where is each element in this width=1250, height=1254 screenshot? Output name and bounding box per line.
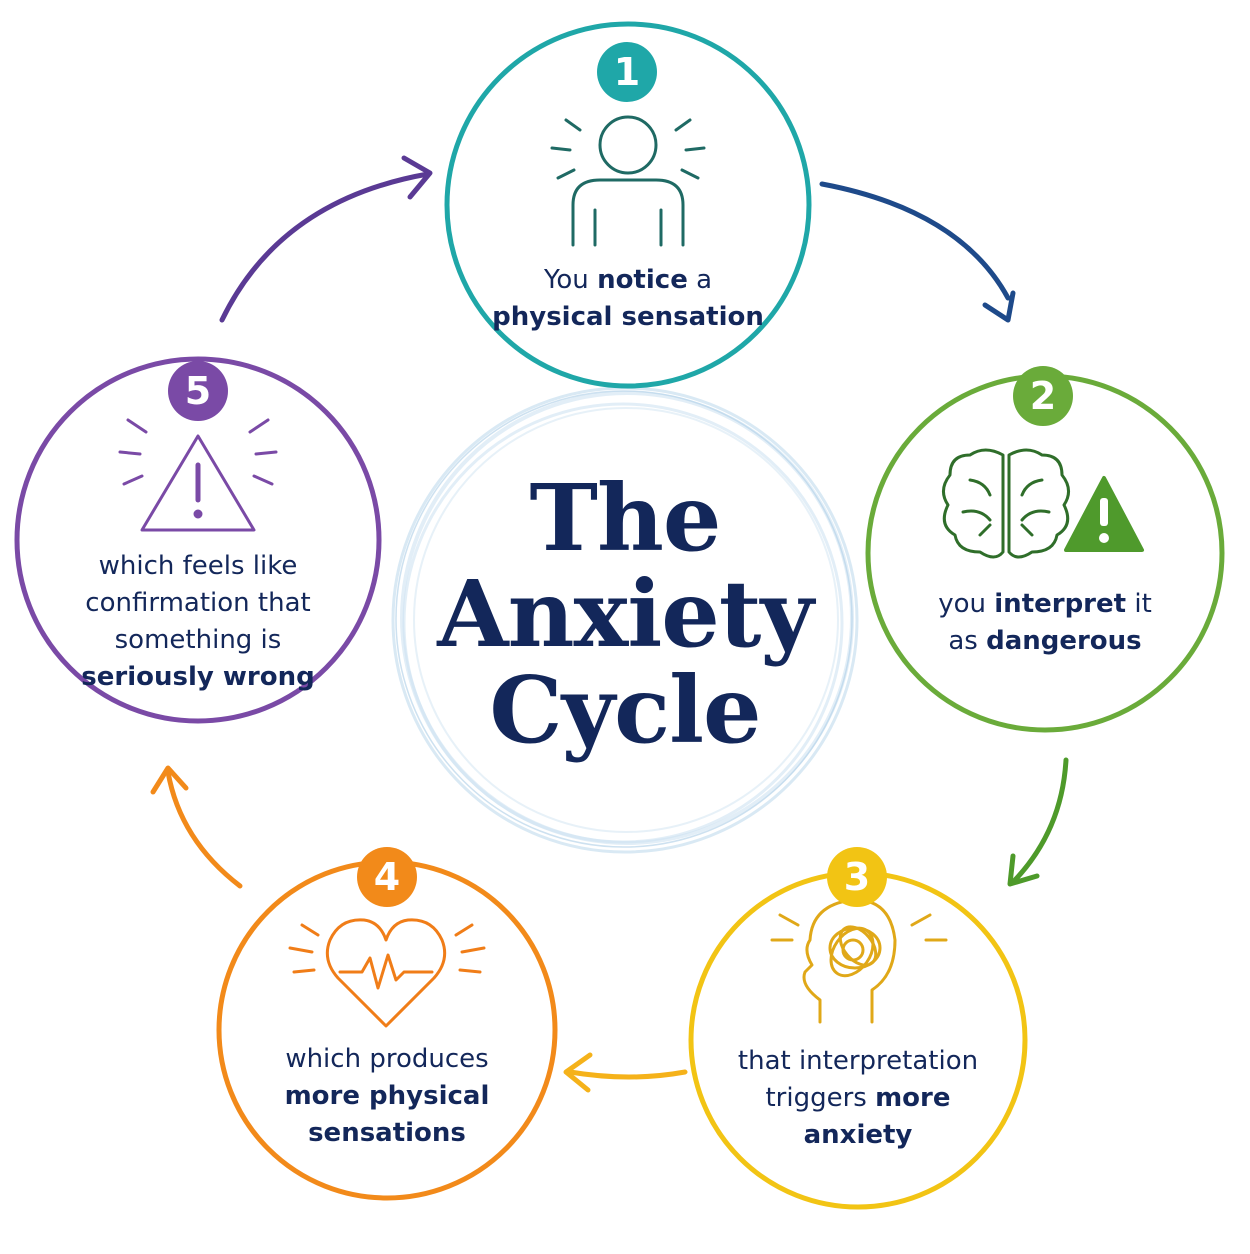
- page-title: The Anxiety Cycle: [425, 470, 825, 758]
- step3-number-badge: 3: [827, 847, 887, 907]
- warning-triangle-icon: [118, 418, 278, 532]
- step4-text: which produces more physical sensations: [237, 1041, 537, 1152]
- step3-line2: triggers more: [765, 1083, 951, 1113]
- step3-line1: that interpretation: [737, 1046, 979, 1076]
- arrow-step2-to-step3: [1007, 757, 1069, 887]
- arrow-step4-to-step5: [150, 765, 243, 889]
- step1-circle: [444, 21, 812, 389]
- brain-warning-icon: [942, 448, 1144, 559]
- step4-line3: sensations: [308, 1118, 466, 1148]
- step4-number-badge: 4: [357, 847, 417, 907]
- person-radiating-icon: [550, 115, 706, 247]
- step5-line3: something is: [114, 625, 282, 655]
- step3-circle: [688, 870, 1028, 1210]
- step5-number-badge: 5: [168, 361, 228, 421]
- arrow-step1-to-step2: [819, 181, 1016, 323]
- step2-line1: you interpret it: [938, 589, 1152, 619]
- step1-text: You notice a physical sensation: [478, 262, 778, 336]
- step2-number-badge: 2: [1013, 366, 1073, 426]
- arrow-step3-to-step4: [563, 1052, 688, 1093]
- step4-line1: which produces: [285, 1044, 489, 1074]
- step5-line1: which feels like: [98, 551, 298, 581]
- step1-line2: physical sensation: [492, 302, 764, 332]
- step2-line2: as dangerous: [948, 626, 1142, 656]
- tangled-head-icon: [770, 898, 948, 1024]
- step5-line4: seriously wrong: [81, 662, 315, 692]
- step4-line2: more physical: [284, 1081, 490, 1111]
- step5-text: which feels like confirmation that somet…: [48, 548, 348, 696]
- arrow-step5-to-step1: [219, 155, 433, 323]
- title-line-2: Anxiety: [437, 560, 814, 668]
- step1-line1: You notice a: [543, 265, 713, 295]
- step3-line3: anxiety: [803, 1120, 913, 1150]
- step5-circle: [14, 356, 382, 724]
- step2-circle: [865, 373, 1225, 733]
- title-line-3: Cycle: [489, 656, 761, 764]
- step1-number-badge: 1: [597, 42, 657, 102]
- heartbeat-icon: [288, 918, 486, 1028]
- step5-line2: confirmation that: [85, 588, 311, 618]
- step3-text: that interpretation triggers more anxiet…: [708, 1043, 1008, 1154]
- step2-text: you interpret it as dangerous: [895, 586, 1195, 660]
- title-line-1: The: [529, 464, 722, 572]
